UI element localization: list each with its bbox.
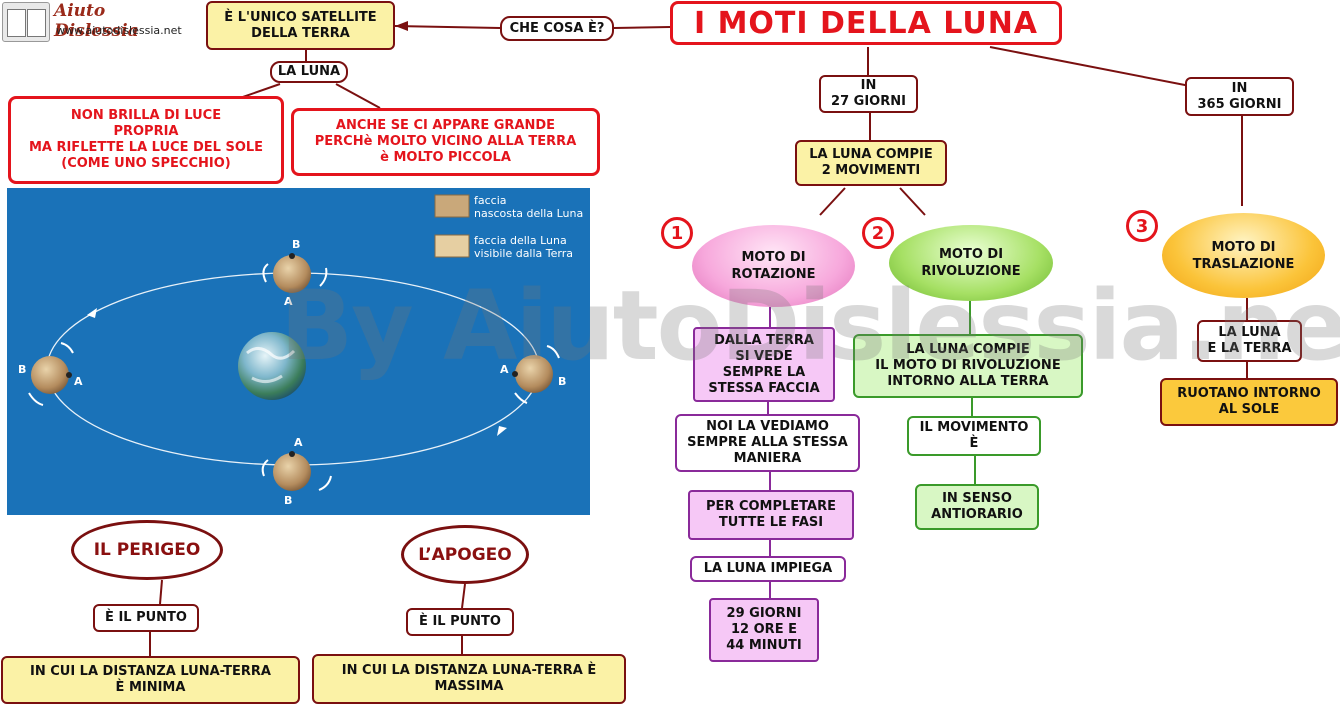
label-b-right: B bbox=[558, 375, 567, 388]
number-1-badge: 1 bbox=[661, 217, 693, 249]
legend-hidden-swatch bbox=[434, 194, 470, 218]
min-distance-node: IN CUI LA DISTANZA LUNA-TERRA È MINIMA bbox=[1, 656, 300, 704]
logo-brand: Aiuto Dislessia bbox=[54, 1, 139, 41]
label-a-top: A bbox=[284, 295, 293, 308]
movement-node: IL MOVIMENTO È bbox=[907, 416, 1041, 456]
anticlockwise-node: IN SENSO ANTIORARIO bbox=[915, 484, 1039, 530]
same-face-node: DALLA TERRA SI VEDE SEMPRE LA STESSA FAC… bbox=[693, 327, 835, 402]
days365-node: IN 365 GIORNI bbox=[1185, 77, 1294, 116]
moon-top-icon bbox=[273, 255, 311, 293]
duration-node: 29 GIORNI 12 ORE E 44 MINUTI bbox=[709, 598, 819, 662]
small-node: ANCHE SE CI APPARE GRANDE PERCHè MOLTO V… bbox=[291, 108, 600, 176]
revolution-motion-node: LA LUNA COMPIE IL MOTO DI RIVOLUZIONE IN… bbox=[853, 334, 1083, 398]
label-b-top: B bbox=[292, 238, 301, 251]
same-way-node: NOI LA VEDIAMO SEMPRE ALLA STESSA MANIER… bbox=[675, 414, 860, 472]
number-2-badge: 2 bbox=[862, 217, 894, 249]
rotation-node: MOTO DI ROTAZIONE bbox=[692, 225, 855, 307]
phases-node: PER COMPLETARE TUTTE LE FASI bbox=[688, 490, 854, 540]
moon-left-icon bbox=[31, 356, 69, 394]
logo-url: www.aiutodislessia.net bbox=[56, 24, 182, 37]
revolution-node: MOTO DI RIVOLUZIONE bbox=[889, 225, 1053, 301]
max-distance-node: IN CUI LA DISTANZA LUNA-TERRA È MASSIMA bbox=[312, 654, 626, 704]
page-title: I MOTI DELLA LUNA bbox=[670, 1, 1062, 45]
translation-node: MOTO DI TRASLAZIONE bbox=[1162, 213, 1325, 298]
moon-node: LA LUNA bbox=[270, 61, 348, 83]
legend-visible-swatch bbox=[434, 234, 470, 258]
legend-hidden-text: faccia nascosta della Luna bbox=[474, 194, 584, 220]
label-a-bottom: A bbox=[294, 436, 303, 449]
perigee-node: IL PERIGEO bbox=[71, 520, 223, 580]
orbit-svg bbox=[28, 194, 560, 491]
moon-earth-node: LA LUNA E LA TERRA bbox=[1197, 320, 1302, 362]
number-3-badge: 3 bbox=[1126, 210, 1158, 242]
legend-visible-text: faccia della Luna visibile dalla Terra bbox=[474, 234, 573, 260]
label-a-right: A bbox=[500, 363, 509, 376]
no-light-node: NON BRILLA DI LUCE PROPRIA MA RIFLETTE L… bbox=[8, 96, 284, 184]
around-sun-node: RUOTANO INTORNO AL SOLE bbox=[1160, 378, 1338, 426]
logo[interactable]: Aiuto Dislessia www.aiutodislessia.net bbox=[0, 0, 185, 44]
takes-node: LA LUNA IMPIEGA bbox=[690, 556, 846, 582]
satellite-node: È L'UNICO SATELLITE DELLA TERRA bbox=[206, 1, 395, 50]
point1-node: È IL PUNTO bbox=[93, 604, 199, 632]
label-a-left: A bbox=[74, 375, 83, 388]
days27-node: IN 27 GIORNI bbox=[819, 75, 918, 113]
what-is-node: CHE COSA È? bbox=[500, 16, 614, 41]
apogee-node: L’APOGEO bbox=[401, 525, 529, 584]
moon-right-icon bbox=[515, 355, 553, 393]
label-b-bottom: B bbox=[284, 494, 293, 507]
label-b-left: B bbox=[18, 363, 27, 376]
two-moves-node: LA LUNA COMPIE 2 MOVIMENTI bbox=[795, 140, 947, 186]
moon-bottom-icon bbox=[273, 453, 311, 491]
moon-orbit-figure: faccia nascosta della Luna faccia della … bbox=[7, 188, 590, 515]
logo-book-icon bbox=[2, 2, 50, 42]
watermark: By AiutoDislessia.net bbox=[280, 270, 1340, 382]
point2-node: È IL PUNTO bbox=[406, 608, 514, 636]
